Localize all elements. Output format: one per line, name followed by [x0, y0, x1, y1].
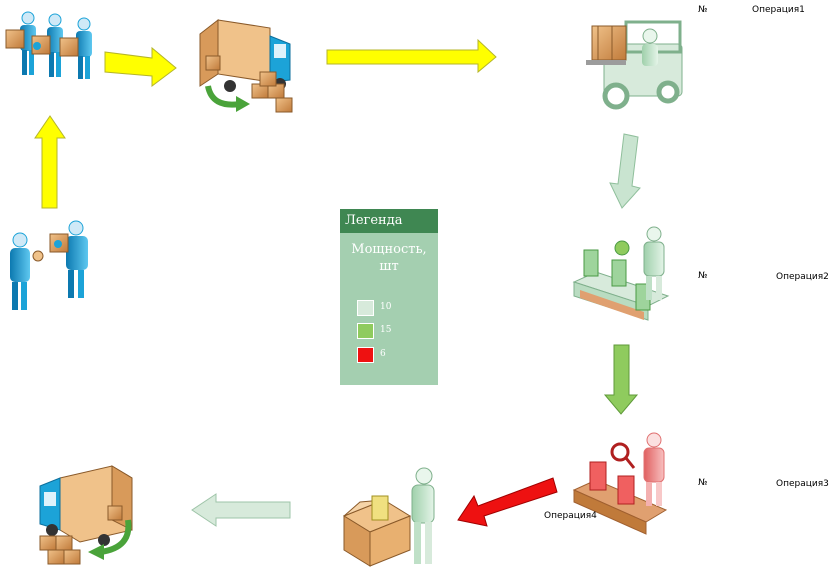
- legend-item-1: 10: [357, 300, 437, 318]
- legend-subtitle-line2: шт: [379, 259, 399, 274]
- legend-item-3: 6: [357, 347, 437, 365]
- operation-1-label: Операция1: [752, 5, 805, 15]
- customer-handover-icon: [10, 220, 88, 310]
- delivery-truck-icon: [199, 18, 293, 113]
- operation-2-number: №: [698, 271, 708, 281]
- legend-item-2: 15: [357, 323, 437, 341]
- operation-1-number: №: [698, 5, 708, 15]
- flow-arrow-yellow-2: [326, 38, 497, 74]
- flow-arrow-yellow-up: [34, 115, 66, 209]
- legend-swatch-2: [357, 323, 374, 339]
- legend-swatch-1: [357, 300, 374, 316]
- delivery-truck-outbound-icon: [39, 465, 133, 565]
- legend-value-3: 6: [380, 349, 386, 359]
- flow-arrow-light-down: [609, 133, 641, 209]
- legend-subtitle-line1: Мощность,: [351, 242, 427, 257]
- packing-worker-icon: [342, 467, 435, 567]
- legend-title: Легенда: [340, 209, 438, 233]
- operation-3-label: Операция3: [776, 479, 829, 489]
- quality-inspection-icon: [572, 432, 668, 535]
- flow-arrow-yellow-1: [104, 46, 177, 87]
- operation-2-label: Операция2: [776, 272, 829, 282]
- flow-arrow-green-down: [603, 344, 639, 415]
- legend-value-1: 10: [380, 302, 392, 312]
- flow-arrow-red: [457, 477, 558, 527]
- operation-3-number: №: [698, 478, 708, 488]
- assembly-line-icon: [572, 226, 670, 321]
- flow-arrow-light-left: [191, 493, 291, 527]
- legend-subtitle: Мощность, шт: [340, 241, 438, 275]
- forklift-icon: [586, 20, 683, 110]
- workers-with-boxes-icon: [5, 11, 92, 79]
- operation-4-label: Операция4: [544, 511, 597, 521]
- legend-panel: Легенда Мощность, шт 10 15 6: [340, 209, 438, 385]
- legend-value-2: 15: [380, 325, 392, 335]
- legend-swatch-3: [357, 347, 374, 363]
